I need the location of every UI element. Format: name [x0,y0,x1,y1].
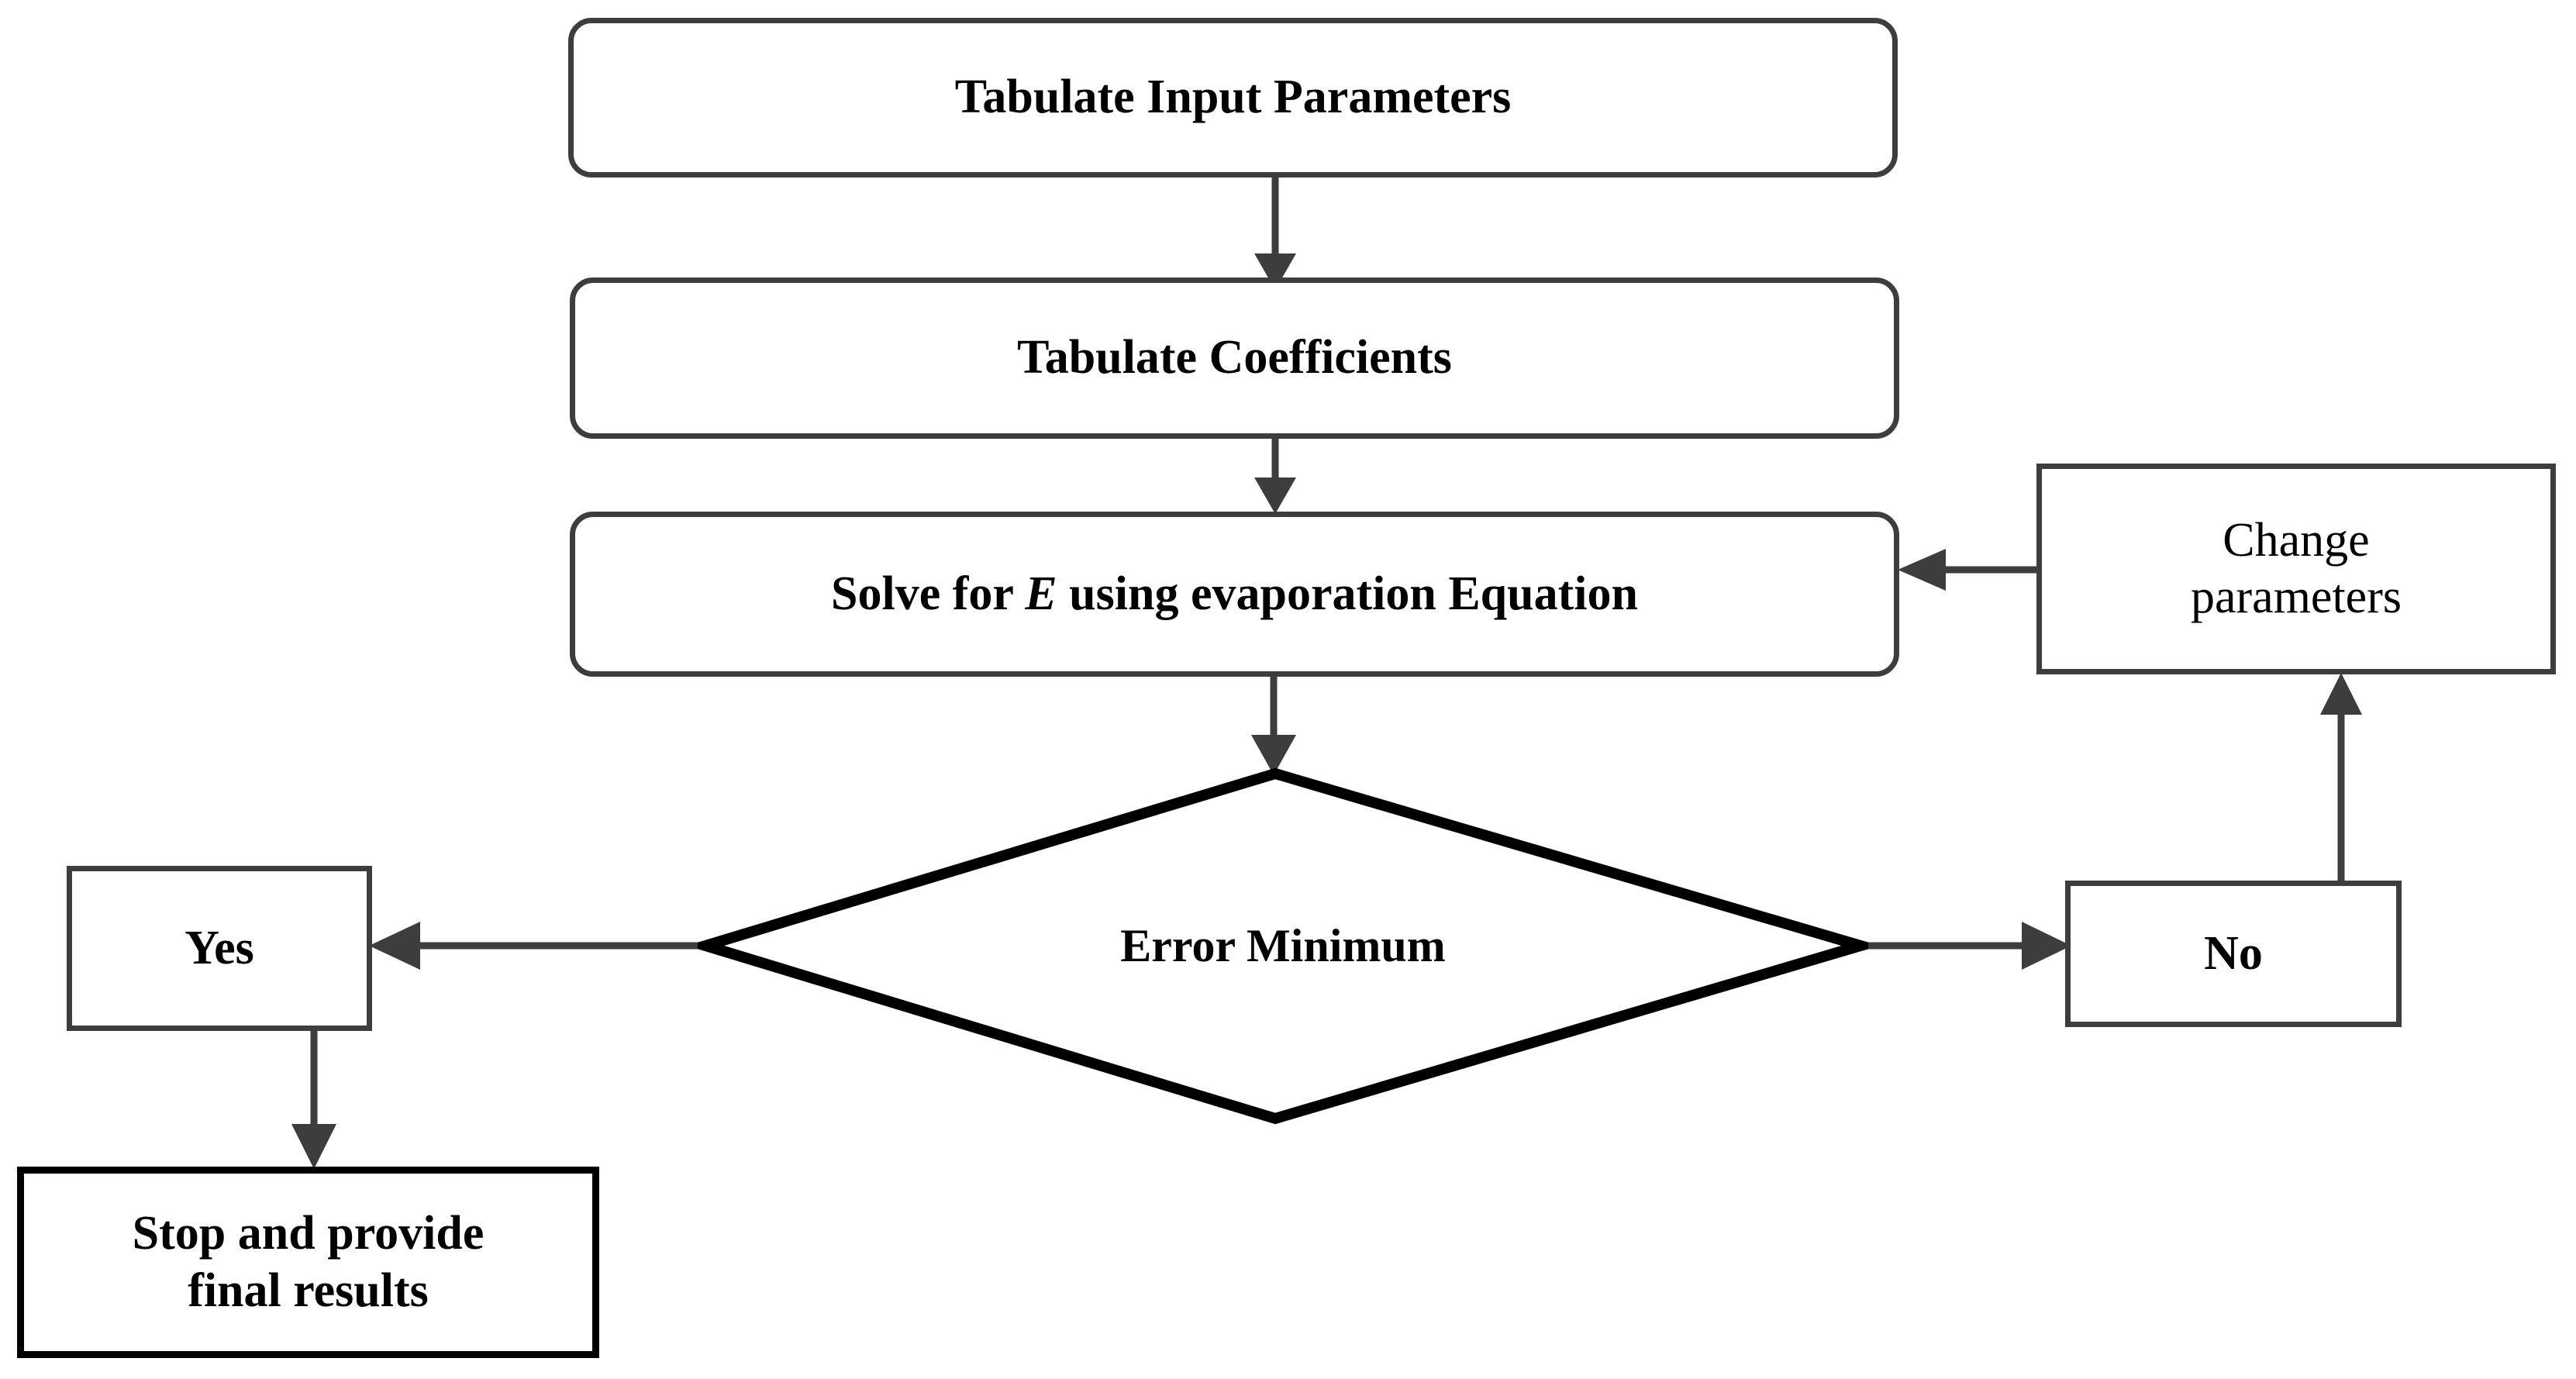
node-label-yes: Yes [184,921,254,974]
node-label-no: No [2204,926,2263,980]
node-tabulate-input-parameters[interactable]: Tabulate Input Parameters [568,18,1898,178]
edge-input-to-coefficients [1240,172,1310,290]
node-label-stop-line2: final results [188,1264,429,1317]
edge-error-to-no [1845,919,2078,973]
edge-yes-to-stop [279,1025,349,1176]
node-label-change-parameters-line2: parameters [2191,571,2402,623]
edge-error-to-yes [364,919,721,973]
solve-label-post: using evaporation Equation [1057,567,1638,620]
node-yes[interactable]: Yes [67,866,372,1031]
node-no[interactable]: No [2065,881,2402,1027]
node-label-tabulate-input-parameters: Tabulate Input Parameters [954,71,1512,124]
node-label-solve-for-e: Solve for E using evaporation Equation [575,566,1894,622]
node-label-stop-line1: Stop and provide [132,1207,485,1260]
node-error-minimum[interactable]: Error Minimum [698,766,1868,1126]
node-label-tabulate-coefficients: Tabulate Coefficients [1017,331,1452,384]
node-solve-for-e[interactable]: Solve for E using evaporation Equation [570,512,1899,677]
edge-coefficients-to-solve [1240,434,1310,550]
solve-label-pre: Solve for [831,567,1026,620]
solve-label-variable-e: E [1025,567,1057,620]
edge-no-to-change [2306,667,2376,891]
node-label-change-parameters-line1: Change [2223,513,2370,567]
edge-solve-to-error [1239,671,1309,788]
node-tabulate-coefficients[interactable]: Tabulate Coefficients [570,278,1899,439]
